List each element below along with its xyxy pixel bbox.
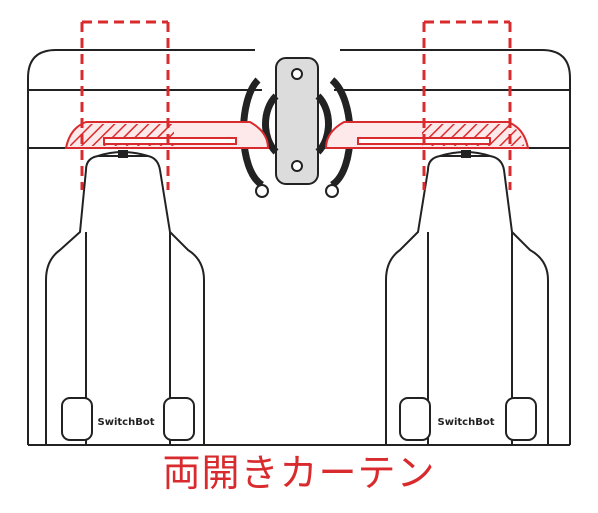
right-device-label: SwitchBot (438, 417, 495, 428)
left-device-label: SwitchBot (98, 417, 155, 428)
right-switchbot-device (385, 150, 549, 446)
right-curtain-rail (324, 121, 530, 149)
right-mount-guide (422, 20, 512, 190)
caption-title: 両開きカーテン (162, 451, 436, 495)
left-switchbot-device (45, 150, 205, 446)
left-mount-guide (80, 20, 170, 190)
